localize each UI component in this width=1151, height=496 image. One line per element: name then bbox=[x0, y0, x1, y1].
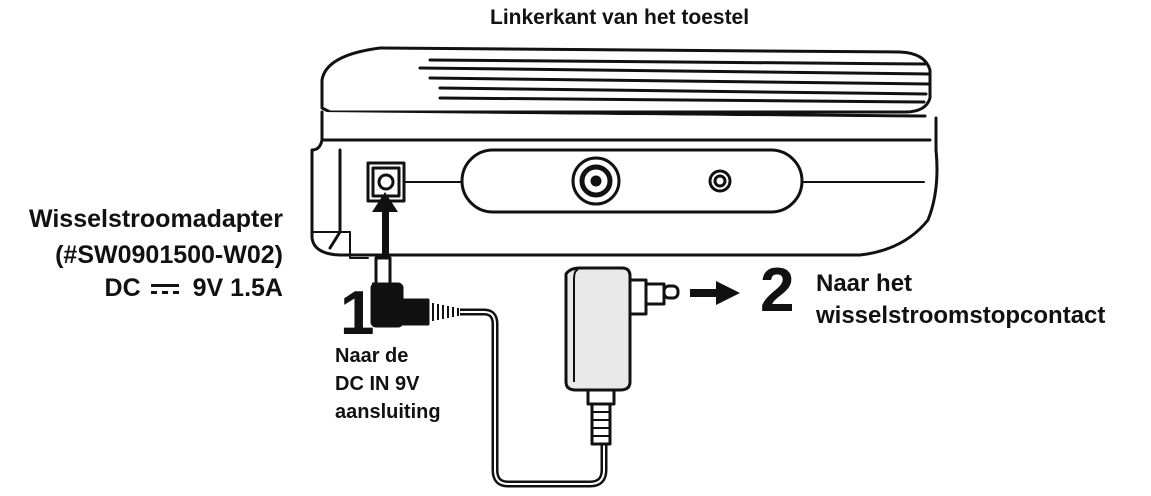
dc-plug-icon bbox=[370, 256, 608, 488]
step1-line: Naar de bbox=[335, 345, 409, 367]
step1-number: 1 bbox=[340, 279, 375, 348]
power-adapter-icon bbox=[564, 266, 680, 446]
diagram-title: Linkerkant van het toestel bbox=[490, 6, 750, 29]
adapter-rating-line: DC 9V 1.5A bbox=[105, 272, 283, 305]
adapter-name: Wisselstroomadapter bbox=[28, 205, 283, 233]
step2-number: 2 bbox=[760, 256, 795, 325]
adapter-rating: 9V 1.5A bbox=[192, 274, 283, 302]
step2-line: wisselstroomstopcontact bbox=[816, 302, 1106, 329]
arrow-icon bbox=[372, 192, 398, 258]
step2-line: Naar het bbox=[816, 270, 913, 297]
dc-symbol-icon bbox=[150, 282, 179, 296]
step1-line: aansluiting bbox=[335, 401, 441, 423]
adapter-model: (#SW0901500-W02) bbox=[55, 241, 283, 269]
dc-label: DC bbox=[104, 274, 141, 302]
arrow-icon bbox=[690, 281, 740, 305]
step1-line: DC IN 9V bbox=[335, 373, 420, 395]
